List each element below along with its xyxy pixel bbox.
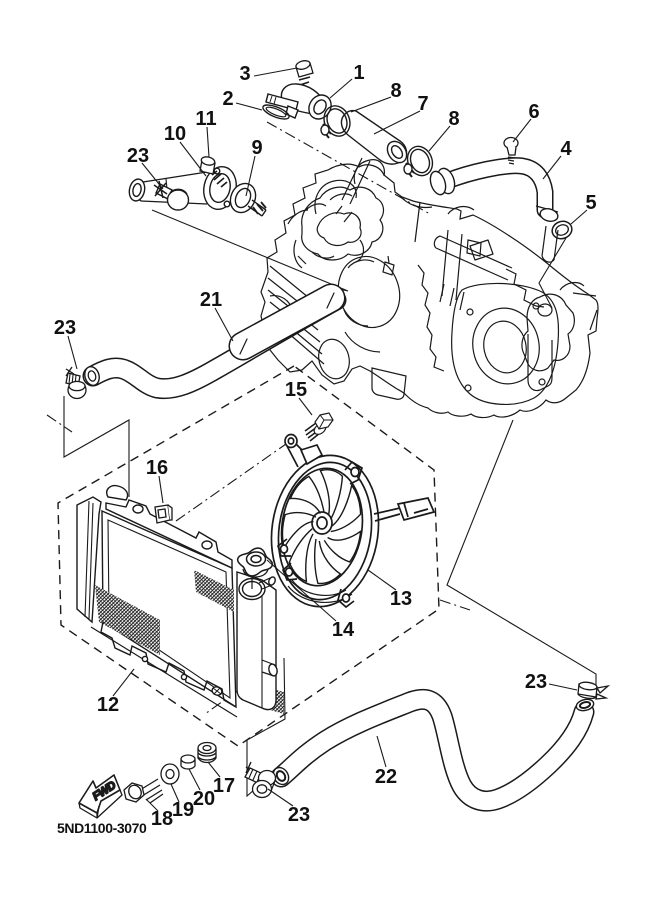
svg-text:23: 23 [127,145,149,167]
svg-text:1: 1 [353,62,364,84]
svg-text:4: 4 [560,138,572,160]
svg-text:20: 20 [193,788,215,810]
svg-text:14: 14 [332,619,355,641]
svg-text:8: 8 [448,108,459,130]
svg-text:22: 22 [375,766,397,788]
svg-text:12: 12 [97,694,119,716]
svg-text:6: 6 [528,101,539,123]
svg-text:10: 10 [164,123,186,145]
svg-text:19: 19 [172,799,194,821]
svg-text:23: 23 [54,317,76,339]
svg-text:7: 7 [417,93,428,115]
svg-text:13: 13 [390,588,412,610]
svg-text:5ND1100-3070: 5ND1100-3070 [57,820,147,836]
svg-text:8: 8 [390,80,401,102]
svg-text:23: 23 [525,671,547,693]
svg-text:23: 23 [288,804,310,826]
svg-text:9: 9 [251,137,262,159]
svg-text:21: 21 [200,289,222,311]
svg-text:18: 18 [151,808,173,830]
svg-text:3: 3 [239,63,250,85]
svg-text:17: 17 [213,775,235,797]
svg-text:2: 2 [222,88,233,110]
svg-text:11: 11 [195,108,216,130]
svg-text:5: 5 [585,192,596,214]
svg-text:15: 15 [285,379,307,401]
svg-text:16: 16 [146,457,168,479]
